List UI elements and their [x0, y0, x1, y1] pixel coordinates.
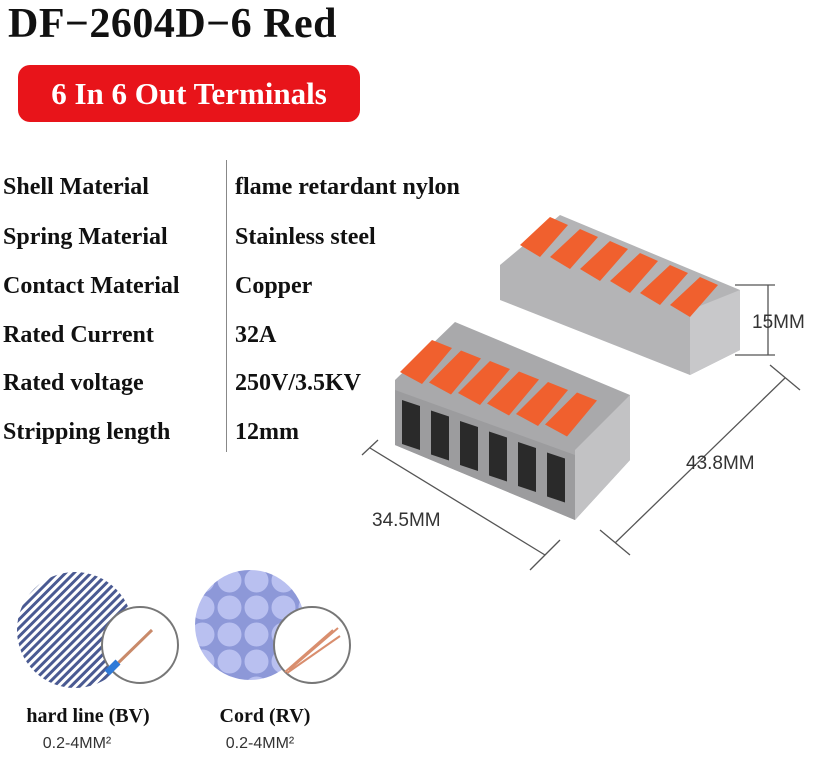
cord-size: 0.2-4MM²: [225, 735, 295, 752]
lever: [516, 382, 568, 426]
spec-value: 12mm: [235, 419, 299, 445]
wire-slot: [460, 421, 478, 471]
lever: [640, 265, 688, 305]
length-dimension: 43.8MM: [686, 453, 755, 474]
lever: [400, 340, 452, 384]
lever: [487, 371, 539, 416]
front-wire-slots: [402, 400, 565, 503]
spec-value: Copper: [235, 273, 313, 299]
lever: [580, 241, 628, 281]
product-title: DF−2604D−6 Red: [8, 1, 338, 47]
spec-label: Shell Material: [3, 174, 149, 200]
back-levers: [520, 217, 718, 317]
hard-line-size: 0.2-4MM²: [42, 735, 112, 752]
wire-slot: [547, 452, 565, 503]
wire-slot: [489, 431, 507, 482]
lever: [670, 277, 718, 317]
hard-line-label: hard line (BV): [26, 705, 150, 727]
spec-label: Spring Material: [3, 224, 168, 250]
hard-line-wire-icon: [17, 572, 179, 688]
spec-label: Contact Material: [3, 273, 180, 299]
spec-value: 250V/3.5KV: [235, 370, 361, 396]
spec-label: Rated voltage: [3, 370, 144, 396]
cord-wire-icon: [195, 570, 351, 684]
spec-value: Stainless steel: [235, 224, 376, 250]
lever: [545, 392, 597, 437]
wire-slot: [431, 410, 449, 461]
width-dimension: 34.5MM: [372, 510, 441, 531]
wire-slot: [402, 400, 420, 450]
lever: [550, 229, 598, 269]
terminals-badge: 6 In 6 Out Terminals: [18, 65, 360, 122]
dimension-lines: [361, 284, 801, 571]
cord-label: Cord (RV): [219, 705, 311, 727]
front-levers: [400, 340, 597, 437]
spec-label: Rated Current: [3, 322, 154, 348]
lever: [610, 253, 658, 293]
lever: [429, 350, 481, 395]
lever: [458, 361, 510, 405]
spec-value: flame retardant nylon: [235, 174, 460, 200]
spec-divider: [226, 160, 227, 452]
height-dimension: 15MM: [752, 312, 805, 333]
spec-value: 32A: [235, 322, 277, 348]
wire-slot: [518, 442, 536, 492]
spec-label: Stripping length: [3, 419, 171, 445]
lever: [520, 217, 568, 257]
